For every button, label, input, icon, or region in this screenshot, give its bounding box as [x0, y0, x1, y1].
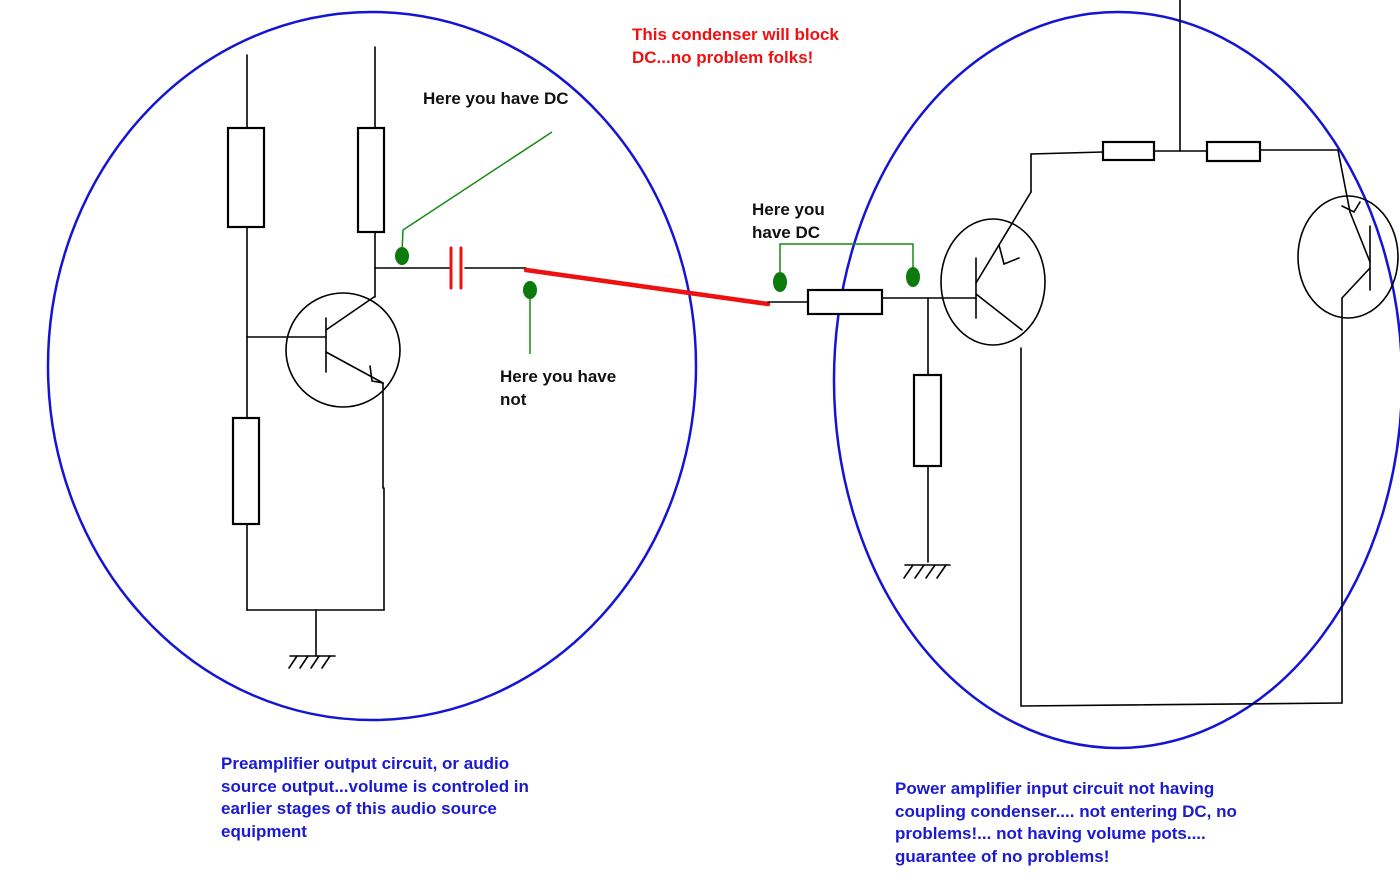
poweramp-resistor-rail-right [1205, 140, 1262, 163]
signal-cable [523, 267, 771, 307]
preamp-wiring [246, 46, 527, 657]
poweramp-caption: Power amplifier input circuit not having… [895, 779, 1237, 866]
poweramp-input-resistor [806, 288, 884, 316]
probe-bracket-input [779, 243, 914, 272]
poweramp-boundary-circle [832, 10, 1400, 750]
preamp-resistor-bottom-left [231, 416, 261, 526]
dc-probe-markers [395, 131, 920, 354]
preamp-ground-symbol [288, 655, 336, 669]
poweramp-resistor-rail-left [1101, 140, 1156, 162]
poweramp-ground-symbol [903, 564, 951, 579]
poweramp-transistor-right [1297, 195, 1399, 319]
poweramp-transistor-left [940, 191, 1046, 346]
poweramp-wiring [767, 0, 1351, 707]
probe-dot-input-left [773, 272, 787, 292]
dc-label-right: Here you have DC [752, 200, 825, 242]
preamp-transistor-symbol [285, 292, 401, 408]
probe-dot-input-right [906, 267, 920, 287]
poweramp-shunt-resistor [912, 373, 943, 468]
preamp-caption: Preamplifier output circuit, or audio so… [221, 754, 529, 841]
coupling-capacitor [449, 246, 463, 290]
preamp-boundary-circle [46, 10, 698, 722]
preamp-resistor-top-left [226, 126, 266, 229]
preamp-section [46, 10, 698, 722]
dc-label-left: Here you have DC [423, 89, 569, 108]
preamp-resistor-collector [356, 126, 386, 234]
probe-dot-after-capacitor [523, 281, 537, 299]
probe-pointer-collector [402, 131, 553, 231]
probe-dot-collector [395, 247, 409, 265]
poweramp-section [767, 0, 1400, 750]
no-dc-label: Here you have not [500, 367, 617, 409]
condenser-note: This condenser will block DC...no proble… [632, 25, 839, 67]
